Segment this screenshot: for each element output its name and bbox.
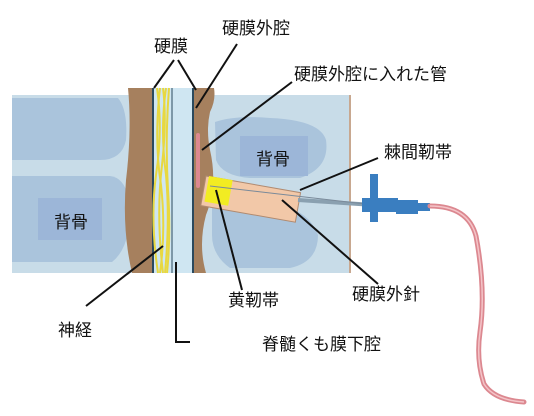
label-epidural-needle: 硬膜外針 (352, 285, 420, 305)
vertebra-label-box-lower (38, 198, 102, 240)
label-interspinous-ligament: 棘間靭帯 (384, 143, 452, 163)
label-epidural-space: 硬膜外腔 (222, 19, 290, 39)
catheter-highlight (429, 205, 525, 403)
needle-hub-tube (297, 198, 375, 207)
posterior-ligament-band (124, 88, 152, 273)
external-catheter (427, 203, 527, 405)
vertebra-label-box-upper (240, 136, 308, 176)
syringe-connector (362, 174, 430, 222)
label-epidural-catheter: 硬膜外腔に入れた管 (294, 65, 447, 85)
label-subarachnoid-space: 脊髄くも膜下腔 (262, 335, 381, 355)
needle-inner-line (209, 185, 375, 206)
vertebral-body-upper (12, 98, 127, 160)
label-dura: 硬膜 (154, 37, 188, 57)
label-ligamentum-flavum: 黄靭帯 (228, 291, 279, 311)
label-nerve: 神経 (58, 321, 92, 341)
label-vertebra-upper: 背骨 (256, 150, 290, 170)
nerve-bundle (152, 87, 171, 274)
ligamentum-flavum-marker (204, 175, 233, 206)
leader-lines (85, 43, 379, 343)
label-vertebra-lower: 背骨 (54, 213, 88, 233)
